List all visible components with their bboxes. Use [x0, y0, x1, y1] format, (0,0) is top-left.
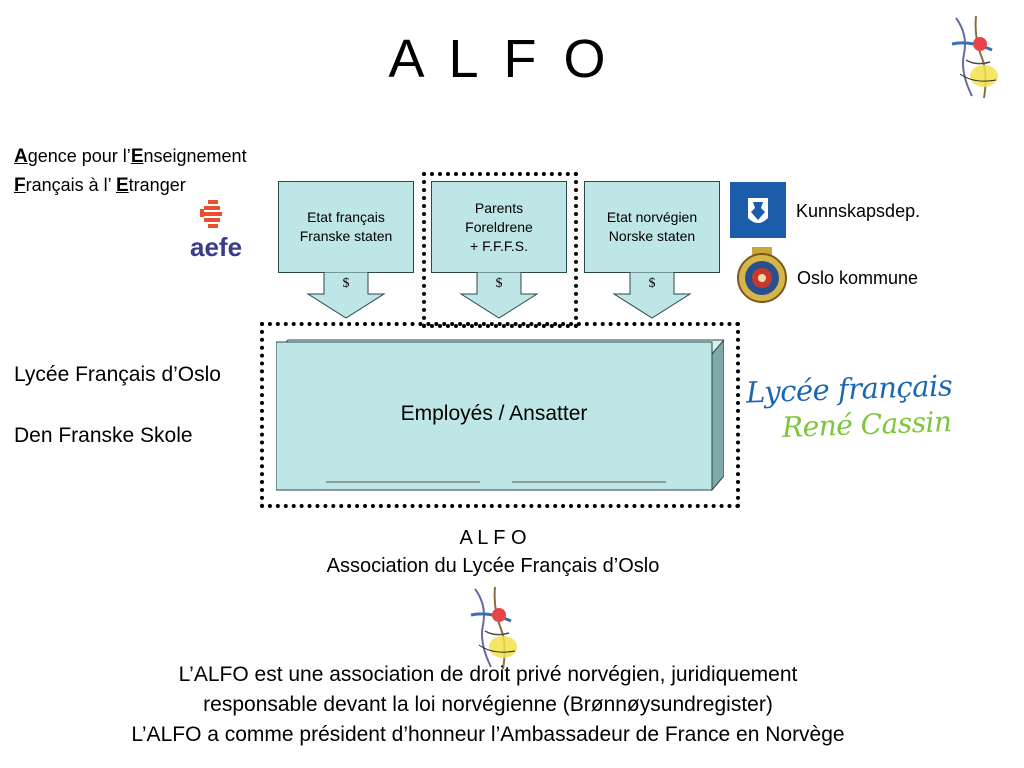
- arrow-label: $: [342, 276, 350, 291]
- aefe-logo-text: aefe: [190, 232, 242, 260]
- school-name-fr: Lycée Français d’Oslo: [14, 363, 221, 386]
- source-label: Etat français Franske staten: [299, 209, 393, 244]
- down-arrow-icon: [459, 272, 539, 319]
- parents-dotted-outline: [422, 172, 578, 328]
- source-box-norwegian-state: Etat norvégien Norske staten: [584, 181, 720, 273]
- aefe-text: tranger: [128, 175, 186, 195]
- arrow-label: $: [495, 276, 503, 291]
- aefe-logo-icon: aefe: [190, 200, 242, 262]
- alfo-dotted-outline: [260, 322, 740, 508]
- down-arrow-icon: [612, 272, 692, 319]
- source-label: Parents Foreldrene + F.F.F.S.: [465, 199, 533, 254]
- aefe-logo: aefe: [188, 198, 258, 262]
- aefe-initial-e2: E: [115, 175, 129, 196]
- arrow-label: $: [648, 276, 656, 291]
- aefe-initial-e: E: [130, 146, 144, 167]
- down-arrow-icon: [306, 272, 386, 319]
- aefe-text: gence pour l’: [27, 146, 131, 166]
- aefe-line-2: Français à l’ Etranger: [14, 171, 247, 200]
- aefe-line-1: Agence pour l’Enseignement: [14, 142, 247, 171]
- source-box-french-state: Etat français Franske staten: [278, 181, 414, 273]
- aefe-initial-f: F: [14, 175, 26, 196]
- alfo-caption-line-1: A L F O: [459, 527, 527, 549]
- employees-box: [276, 339, 724, 492]
- ministry-logo: [730, 182, 786, 238]
- page-title: A L F O: [388, 29, 612, 89]
- ministry-label: Kunnskapsdep.: [796, 201, 921, 221]
- aefe-text: nseignement: [143, 146, 247, 166]
- aefe-initial-a: A: [14, 146, 28, 167]
- school-name-no: Den Franske Skole: [14, 424, 193, 447]
- source-label: Etat norvégien Norske staten: [606, 209, 698, 244]
- lycee-logo-line-1: Lycée français: [745, 368, 953, 410]
- alfo-logo-icon: [951, 15, 998, 99]
- alfo-caption-line-2: Association du Lycée Français d’Oslo: [326, 555, 660, 577]
- footer-line-3: L’ALFO a comme président d’honneur l’Amb…: [131, 723, 845, 746]
- aefe-text: rançais à l’: [25, 175, 116, 195]
- footer-line-1: L’ALFO est une association de droit priv…: [178, 663, 798, 686]
- norway-lion-icon: [748, 198, 768, 223]
- footer-text: L’ALFO est une association de droit priv…: [0, 660, 976, 750]
- lycee-logo-line-2: René Cassin: [781, 405, 953, 444]
- alfo-logo-icon: [470, 586, 517, 670]
- footer-line-2: responsable devant la loi norvégienne (B…: [203, 693, 773, 716]
- alfo-caption: A L F O Association du Lycée Français d’…: [0, 524, 986, 580]
- oslo-seal-icon: [737, 247, 787, 303]
- oslo-label: Oslo kommune: [797, 268, 919, 288]
- aefe-name: Agence pour l’Enseignement Français à l’…: [14, 142, 247, 200]
- source-box-parents: Parents Foreldrene + F.F.F.S.: [431, 181, 567, 273]
- employees-label: Employés / Ansatter: [400, 402, 588, 425]
